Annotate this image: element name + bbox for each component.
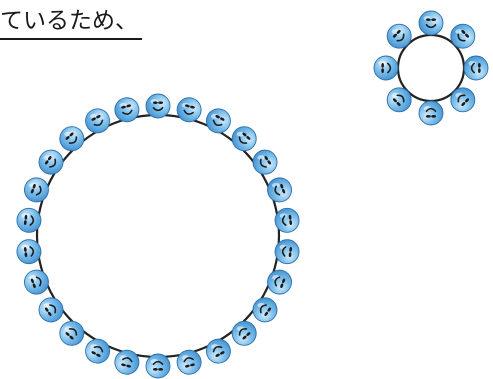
smiley-bead-icon xyxy=(464,56,488,80)
smiley-bead-icon xyxy=(264,267,295,298)
small-ring-beads xyxy=(374,11,488,125)
smiley-bead-icon xyxy=(202,335,234,367)
smiley-bead-icon xyxy=(274,207,301,234)
smiley-bead-icon xyxy=(112,95,141,124)
smiley-bead-icon xyxy=(34,145,67,178)
smiley-bead-icon xyxy=(21,174,52,205)
smiley-bead-icon xyxy=(16,207,43,234)
smiley-bead-icon xyxy=(175,95,204,124)
smiley-bead-icon xyxy=(419,101,443,125)
large-ring-beads xyxy=(16,94,301,378)
smiley-bead-icon xyxy=(34,293,67,326)
smiley-bead-icon xyxy=(446,83,480,117)
smiley-bead-icon xyxy=(55,316,89,350)
smiley-bead-icon xyxy=(446,19,480,53)
smiley-bead-icon xyxy=(248,293,281,326)
smiley-bead-icon xyxy=(382,83,416,117)
smiley-bead-icon xyxy=(175,348,204,377)
smiley-bead-icon xyxy=(16,238,43,265)
smiley-bead-icon xyxy=(81,105,113,137)
smiley-bead-icon xyxy=(274,238,301,265)
smiley-bead-icon xyxy=(264,174,295,205)
smiley-bead-icon xyxy=(112,348,141,377)
smiley-bead-icon xyxy=(21,267,52,298)
smiley-bead-icon xyxy=(55,122,89,156)
smiley-bead-icon xyxy=(146,94,170,118)
smiley-bead-icon xyxy=(227,122,261,156)
smiley-bead-icon xyxy=(81,335,113,367)
large-ring-circle xyxy=(37,115,279,357)
large-ring xyxy=(16,94,301,378)
smiley-bead-icon xyxy=(146,354,170,378)
smiley-bead-icon xyxy=(227,316,261,350)
small-ring xyxy=(374,11,488,125)
smiley-bead-icon xyxy=(374,56,398,80)
smiley-bead-icon xyxy=(248,145,281,178)
smiley-bead-icon xyxy=(419,11,443,35)
smiley-bead-icon xyxy=(202,105,234,137)
smiley-bead-icon xyxy=(382,19,416,53)
